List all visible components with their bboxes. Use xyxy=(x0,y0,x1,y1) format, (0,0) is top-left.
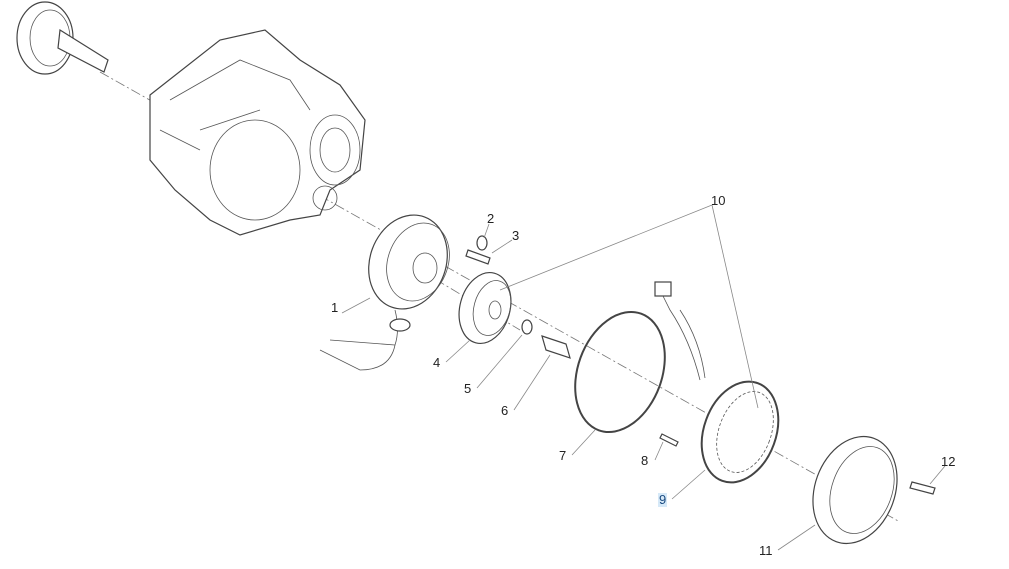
stator-ring-part-9 xyxy=(654,281,780,484)
bolt-part-8 xyxy=(659,433,679,447)
callout-12[interactable]: 12 xyxy=(941,454,956,469)
callout-4[interactable]: 4 xyxy=(433,355,441,370)
bolt-part-3 xyxy=(465,249,491,265)
callout-9[interactable]: 9 xyxy=(658,492,668,507)
callout-3[interactable]: 3 xyxy=(512,228,520,243)
washer-part-2 xyxy=(476,235,488,251)
callout-10[interactable]: 10 xyxy=(711,193,726,208)
bolt-part-12 xyxy=(909,481,936,495)
callout-leaders xyxy=(341,204,946,551)
cover-part-11 xyxy=(812,435,898,545)
rotor-part-4 xyxy=(458,272,512,344)
crankshaft xyxy=(16,1,109,75)
nut-part-6 xyxy=(541,335,571,359)
callout-7[interactable]: 7 xyxy=(559,448,567,463)
callout-1[interactable]: 1 xyxy=(331,300,339,315)
gasket-part-7 xyxy=(574,310,666,434)
callout-6[interactable]: 6 xyxy=(501,403,509,418)
stator-part-1 xyxy=(319,214,450,371)
callout-2[interactable]: 2 xyxy=(487,211,495,226)
engine-crankcase xyxy=(149,29,366,236)
washer-part-5 xyxy=(521,319,533,335)
callout-11[interactable]: 11 xyxy=(759,543,773,558)
callout-8[interactable]: 8 xyxy=(641,453,649,468)
callout-5[interactable]: 5 xyxy=(464,381,472,396)
